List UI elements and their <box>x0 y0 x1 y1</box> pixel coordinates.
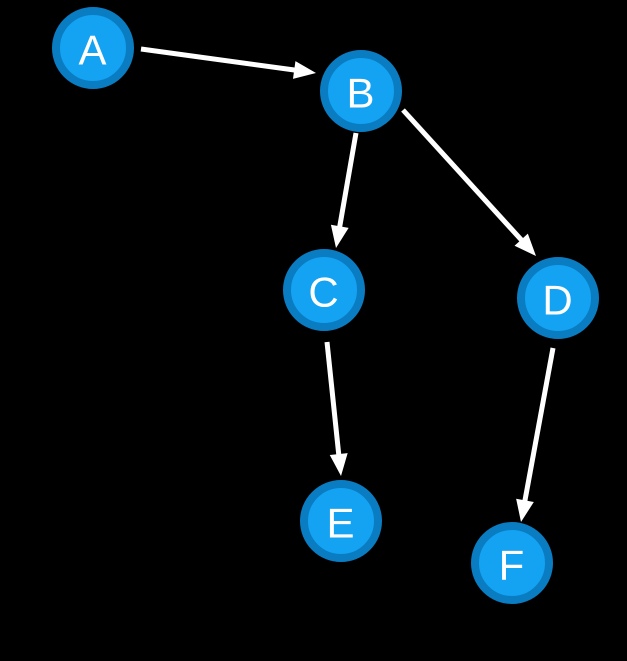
node-B[interactable] <box>320 50 402 132</box>
node-D[interactable] <box>517 257 599 339</box>
node-C[interactable] <box>283 249 365 331</box>
node-E[interactable] <box>300 480 382 562</box>
edge-A-B-arrowhead-icon <box>292 61 316 79</box>
edge-B-C-arrowhead-icon <box>330 224 349 248</box>
edge-D-F-arrowhead-icon <box>516 498 534 522</box>
edge-B-D-line <box>401 108 525 243</box>
edge-C-E-arrowhead-icon <box>329 453 348 476</box>
edge-B-D-arrowhead-icon <box>514 233 536 256</box>
edge-B-C-line <box>336 132 359 229</box>
edge-A-B-line <box>140 46 297 73</box>
edge-C-E-line <box>324 341 342 457</box>
node-F[interactable] <box>471 522 553 604</box>
node-A[interactable] <box>52 7 134 89</box>
edge-D-F-line <box>522 347 556 503</box>
